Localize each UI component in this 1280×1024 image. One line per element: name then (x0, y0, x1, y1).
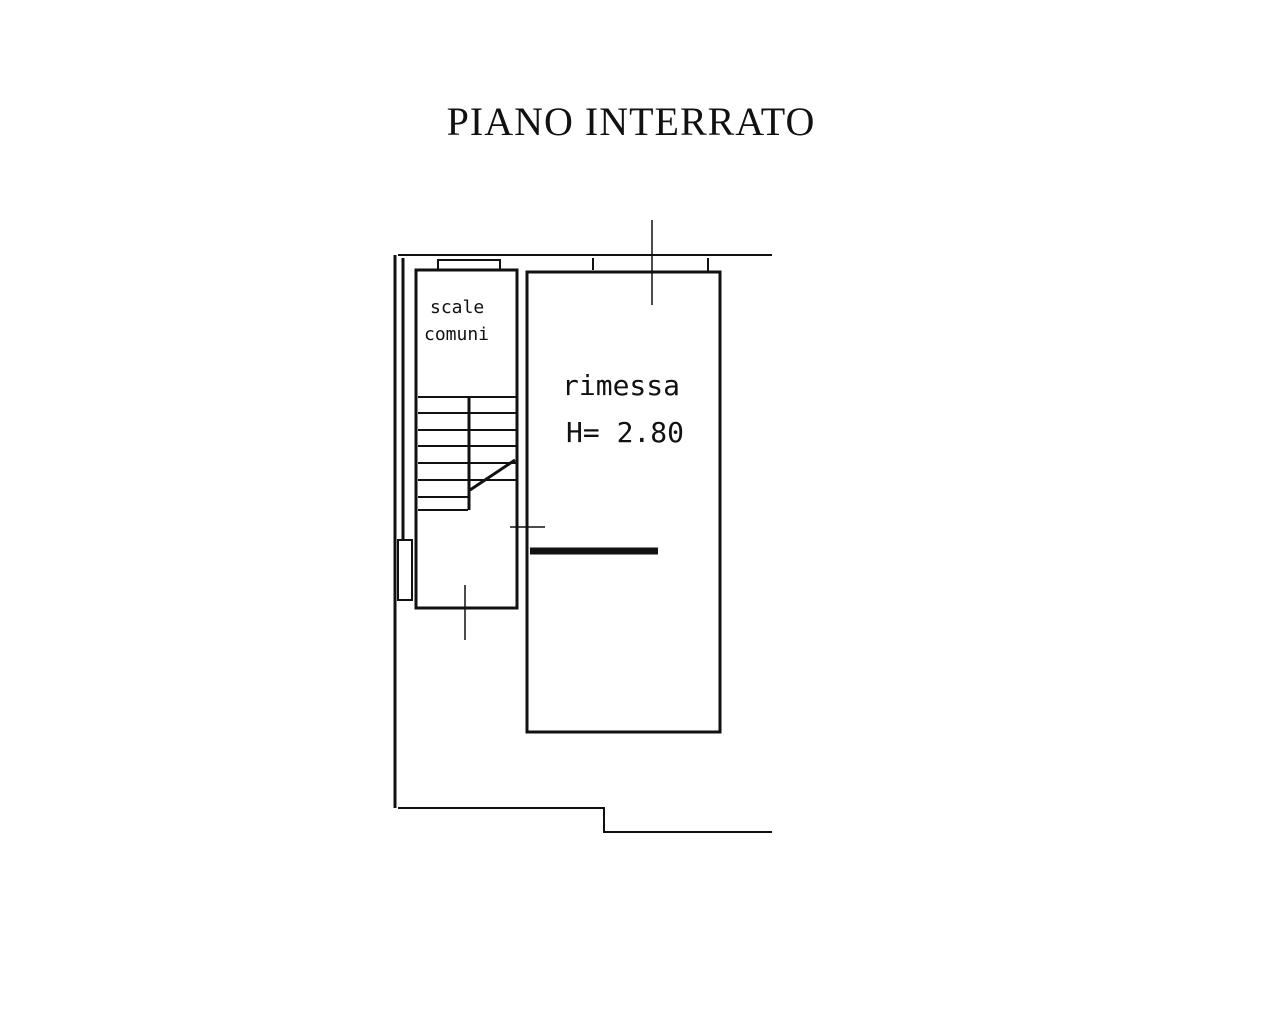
stair-top-window (437, 259, 501, 271)
stairs-label-line2: comuni (424, 324, 489, 345)
floor-title: PIANO INTERRATO (446, 99, 816, 144)
stair-steps (418, 396, 517, 511)
stair-enclosure (414, 268, 519, 610)
garage-opening (592, 258, 709, 272)
left-window (397, 539, 413, 601)
stairs-label-line1: scale (430, 297, 484, 318)
axis-cross (464, 220, 653, 640)
garage-height: H= 2.80 (566, 416, 684, 449)
garage-walls (525, 270, 722, 734)
garage-label: rimessa (562, 369, 680, 402)
bottom-outline (398, 807, 772, 833)
left-outer-wall (393, 255, 405, 808)
